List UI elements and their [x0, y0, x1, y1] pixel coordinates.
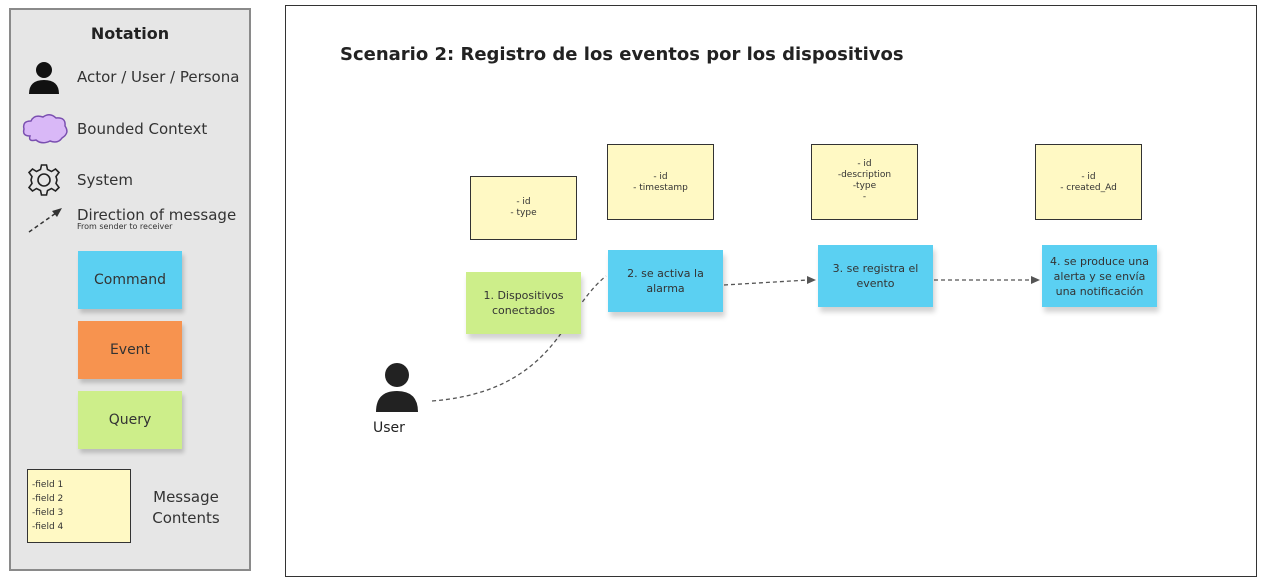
- user-label: User: [373, 420, 405, 436]
- note-alarma: - id - timestamp: [607, 144, 714, 220]
- note-field: - id: [516, 197, 531, 207]
- note-field: - id: [1081, 172, 1096, 182]
- message-field: -field 3: [32, 508, 64, 518]
- scenario-title: Scenario 2: Registro de los eventos por …: [340, 44, 904, 65]
- query-sticky-dispositivos: 1. Dispositivos conectados: [466, 272, 581, 334]
- message-contents-label: Message Contents: [152, 488, 220, 527]
- note-field: -: [862, 192, 867, 202]
- note-field: - created_Ad: [1060, 183, 1117, 193]
- note-evento: - id -description -type -: [811, 144, 918, 220]
- query-legend-sticky: Query: [78, 391, 182, 449]
- user-icon: [376, 363, 418, 412]
- message-field: -field 1: [32, 480, 64, 490]
- actor-label: Actor / User / Persona: [77, 68, 240, 86]
- note-field: - id: [857, 159, 872, 169]
- note-field: - timestamp: [633, 183, 688, 193]
- message-field: -field 4: [32, 522, 64, 532]
- alarm-to-register-arrow: [723, 279, 809, 286]
- actor-icon: [29, 62, 59, 94]
- system-label: System: [77, 171, 133, 189]
- note-field: -type: [852, 181, 877, 191]
- message-contents-example: -field 1 -field 2 -field 3 -field 4: [27, 469, 131, 543]
- command-legend-label: Command: [94, 272, 166, 288]
- user-to-query-arrow: [431, 275, 607, 402]
- sticky-label: 2. se activa la alarma: [627, 267, 704, 295]
- command-legend-sticky: Command: [78, 251, 182, 309]
- legend-title: Notation: [90, 24, 170, 43]
- sticky-label: 3. se registra el evento: [832, 262, 919, 290]
- sticky-label: 4. se produce una alerta y se envía una …: [1050, 254, 1149, 298]
- command-sticky-alarma: 2. se activa la alarma: [608, 250, 723, 312]
- note-alerta: - id - created_Ad: [1035, 144, 1142, 220]
- direction-sub-label: From sender to receiver: [77, 222, 173, 231]
- event-legend-label: Event: [109, 342, 151, 358]
- note-dispositivos: - id - type: [470, 176, 577, 240]
- note-field: -description: [837, 170, 892, 180]
- command-sticky-evento: 3. se registra el evento: [818, 245, 933, 307]
- note-field: - type: [510, 208, 537, 218]
- direction-arrow-icon: [28, 208, 62, 233]
- direction-label: Direction of message: [77, 206, 237, 224]
- sticky-label: 1. Dispositivos conectados: [483, 289, 564, 317]
- note-field: - id: [653, 172, 668, 182]
- bounded-context-icon: [22, 114, 68, 144]
- gear-icon: [27, 164, 61, 196]
- query-legend-label: Query: [108, 412, 152, 428]
- event-legend-sticky: Event: [78, 321, 182, 379]
- command-sticky-alerta: 4. se produce una alerta y se envía una …: [1042, 245, 1157, 307]
- bounded-context-label: Bounded Context: [77, 120, 208, 138]
- message-field: -field 2: [32, 494, 64, 504]
